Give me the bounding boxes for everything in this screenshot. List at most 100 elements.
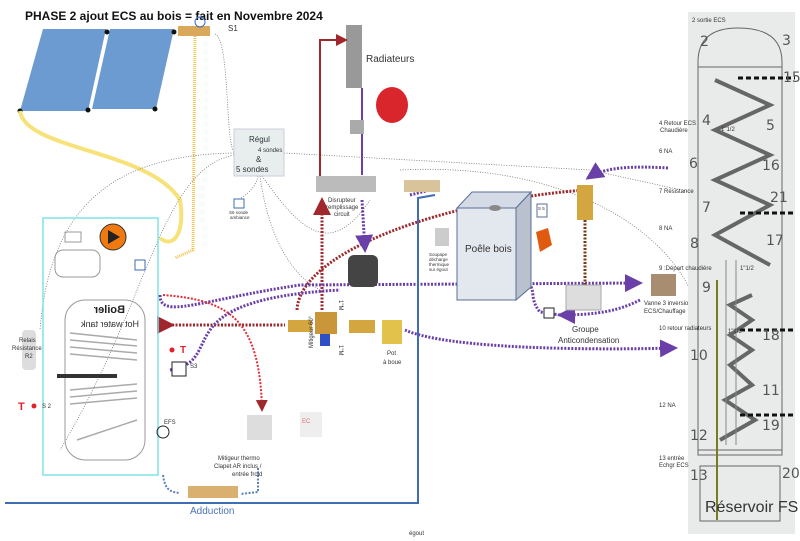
adduction-pipe	[5, 194, 436, 504]
groupe-label-2: Anticondensation	[558, 336, 619, 345]
temp-icon: T	[180, 345, 186, 356]
boiler-frame	[42, 217, 159, 476]
diagram-title: PHASE 2 ajout ECS au bois = fait en Nove…	[25, 9, 323, 23]
reservoir-port-label: 12 NA	[659, 403, 676, 409]
disrupteur-label-3: circuit	[334, 212, 350, 218]
reservoir-port-number: 21	[770, 190, 788, 206]
radiator	[346, 25, 362, 88]
reservoir-port-number: 16	[762, 158, 780, 174]
size-label-r3: 1"1/2	[728, 329, 742, 335]
disrupteur-label: Disrupteur	[328, 198, 356, 204]
reservoir-port-label: 8 NA	[659, 226, 672, 232]
mixing-valve-knob	[320, 334, 330, 346]
brass-tees	[577, 185, 593, 220]
reservoir-port-number: 17	[766, 233, 784, 249]
soupape-label-4: sur égout	[429, 267, 449, 272]
radiateurs-label: Radiateurs	[366, 54, 414, 65]
reservoir-port-number: 18	[762, 328, 780, 344]
solar-valve	[178, 26, 210, 36]
adduction-label: Adduction	[190, 506, 234, 517]
s5-label: S 5	[538, 206, 545, 211]
regulator-box	[233, 128, 285, 177]
heating-element	[57, 374, 117, 378]
circulator-pump	[348, 255, 378, 287]
check-valve	[543, 307, 555, 319]
dirt-pot	[382, 320, 402, 344]
mitigeur-label: Mitigeur 60°	[309, 315, 315, 348]
solar-expansion-vessel	[54, 249, 101, 278]
pump-arrow	[108, 230, 120, 244]
reservoir-fs	[688, 12, 795, 534]
reservoir-port-label: 13 entrée	[659, 456, 685, 462]
efs-gauge	[156, 425, 170, 439]
pot-label-2: à boue	[383, 360, 402, 366]
s3-label: S3	[190, 364, 198, 370]
boiler-label: Boiler	[93, 304, 125, 316]
reservoir-port-number: 2	[700, 34, 709, 50]
flowmeter	[64, 231, 82, 243]
reservoir-port-number: 8	[690, 236, 699, 252]
pot-label: Pot	[387, 351, 396, 357]
mitigeur-thermo-label-3: entrée froid	[232, 472, 262, 478]
s2-sensor	[31, 403, 37, 409]
poele-label: Poêle bois	[465, 244, 512, 255]
thermo-mixer	[247, 415, 272, 440]
relais-label-3: R2	[25, 354, 33, 360]
boiler-label-2: Hot water tank	[80, 319, 139, 329]
size-label-2: 1"M	[337, 345, 343, 355]
size-label-r2: 1"1/2	[740, 266, 754, 272]
reservoir-port-label: Echgr ECS	[659, 463, 689, 469]
reservoir-port-number: 19	[762, 418, 780, 434]
soupape-label-3: thermique	[429, 262, 450, 267]
regul-label: Régul	[249, 135, 270, 144]
reservoir-port-number: 5	[766, 118, 775, 134]
soupape-label-2: décharge	[429, 257, 448, 262]
reservoir-port-label: 7 Résistance	[659, 189, 694, 195]
reservoir-port-label: 4 Retour ECS	[659, 121, 696, 127]
mitigeur-thermo-label-2: Clapet AR inclus /	[214, 464, 262, 470]
sensor-dot	[169, 347, 175, 353]
mixing-valve	[315, 312, 337, 334]
solar-return-pipe	[18, 110, 184, 244]
pressure-gauge	[350, 120, 364, 134]
gauge-icon	[194, 16, 206, 28]
vanne-label: Vanne 3 inversion	[644, 301, 692, 307]
inlet-valves	[188, 486, 238, 498]
size-label-r1: 1"1/2	[721, 127, 735, 133]
wood-stove	[455, 190, 533, 302]
reservoir-port-number: 6	[689, 156, 698, 172]
diverter-valve	[651, 274, 676, 296]
check-valve-s3	[171, 361, 187, 377]
hot-water-tank	[64, 299, 146, 461]
reservoir-port-label: 10 retour radiateurs	[659, 326, 711, 332]
reservoir-port-number: 11	[762, 383, 780, 399]
disrupteur-label-2: remplissage	[326, 205, 359, 211]
and-label: &	[256, 155, 262, 164]
relais-label-2: Résistance	[12, 346, 42, 352]
reservoir-port-label: Chaudière	[660, 128, 688, 134]
reservoir-port-label: 6 NA	[659, 149, 672, 155]
reservoir-port-number: 3	[782, 33, 791, 49]
efs-label: EFS	[164, 420, 176, 426]
reservoir-port-number: 7	[702, 200, 711, 216]
radiator-flow	[319, 34, 348, 180]
sondes4-label: 4 sondes	[258, 148, 282, 154]
reservoir-port-label: 9 :Départ chaudière	[659, 266, 712, 272]
tee-fitting-2	[349, 320, 375, 333]
reservoir-port-number: 9	[702, 280, 711, 296]
reservoir-port-number: 15	[783, 70, 800, 86]
reservoir-port-number: 20	[782, 466, 800, 482]
tap-icon	[300, 412, 322, 437]
anticondensation-group	[565, 284, 602, 311]
tee-fitting	[288, 320, 312, 332]
size-label: 1"M	[337, 300, 343, 310]
soupape-label: Soupape	[429, 252, 448, 257]
safety-valve	[435, 228, 449, 246]
reservoir-port-number: 10	[690, 348, 708, 364]
reservoir-port-number: 4	[702, 113, 711, 129]
reservoir-port-number: 12	[690, 428, 708, 444]
solar-panels	[17, 29, 177, 114]
heat-exchanger	[536, 228, 552, 252]
check-valve-solar	[134, 259, 146, 271]
